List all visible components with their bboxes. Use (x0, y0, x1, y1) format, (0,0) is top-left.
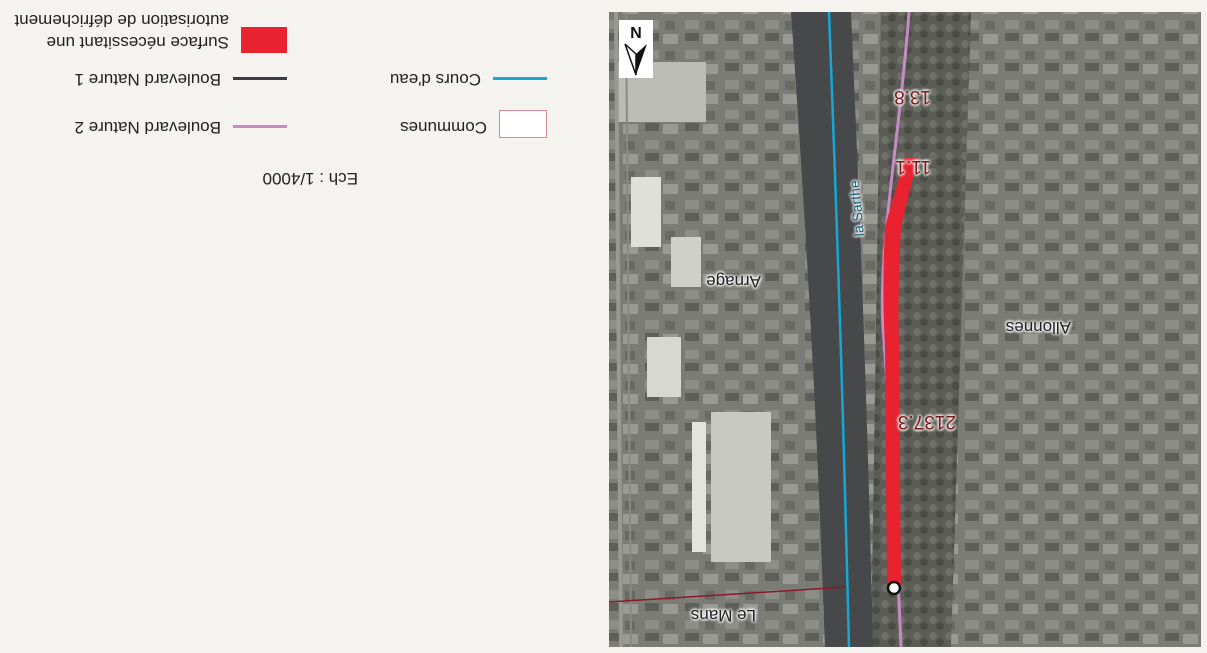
communes-swatch (499, 110, 547, 138)
legend-item-clearing-surface: Surface nécessitant une autorisation de … (7, 9, 287, 53)
rail-track (625, 12, 632, 647)
watercourse-line (827, 12, 851, 647)
map-graphics (609, 12, 1201, 647)
label-le-mans: Le Mans (690, 606, 756, 625)
scale-text: Ech : 1/4000 (262, 169, 358, 188)
distance-label: 13.8 (894, 86, 931, 107)
boulevard-nature-1-swatch (233, 77, 287, 80)
boulevard-nature-2-swatch (233, 125, 287, 128)
river-sarthe (791, 12, 873, 647)
warehouse-roof (711, 412, 771, 562)
start-point-marker (886, 580, 902, 596)
rail-track (614, 12, 623, 647)
distance-label: 2137.3 (897, 411, 956, 432)
north-arrow-icon (624, 43, 647, 76)
clearing-surface-swatch (241, 27, 287, 53)
legend-item-cours-d-eau: Cours d'eau (390, 68, 547, 90)
north-letter: N (630, 23, 642, 40)
commune-boundary (609, 586, 847, 603)
building-roof (671, 237, 701, 287)
map-legend: Communes Boulevard Nature 2 Cours d'eau … (7, 0, 587, 653)
north-arrow: N (619, 20, 653, 78)
label-arnage: Arnage (706, 272, 761, 291)
building-roof (631, 177, 661, 247)
aerial-map[interactable]: Le Mans Arnage Allonnes la Sarthe 13.8 1… (609, 12, 1201, 647)
legend-item-boulevard-nature-2: Boulevard Nature 2 (75, 116, 287, 138)
distance-label: 11.1 (895, 156, 931, 177)
building-roof (647, 337, 681, 397)
warehouse-roof (692, 422, 706, 552)
legend-item-communes: Communes (400, 110, 547, 138)
clearing-surface (883, 157, 918, 587)
watercourse-swatch (493, 77, 547, 80)
label-allonnes: Allonnes (1005, 318, 1071, 337)
legend-item-boulevard-nature-1: Boulevard Nature 1 (75, 68, 287, 90)
